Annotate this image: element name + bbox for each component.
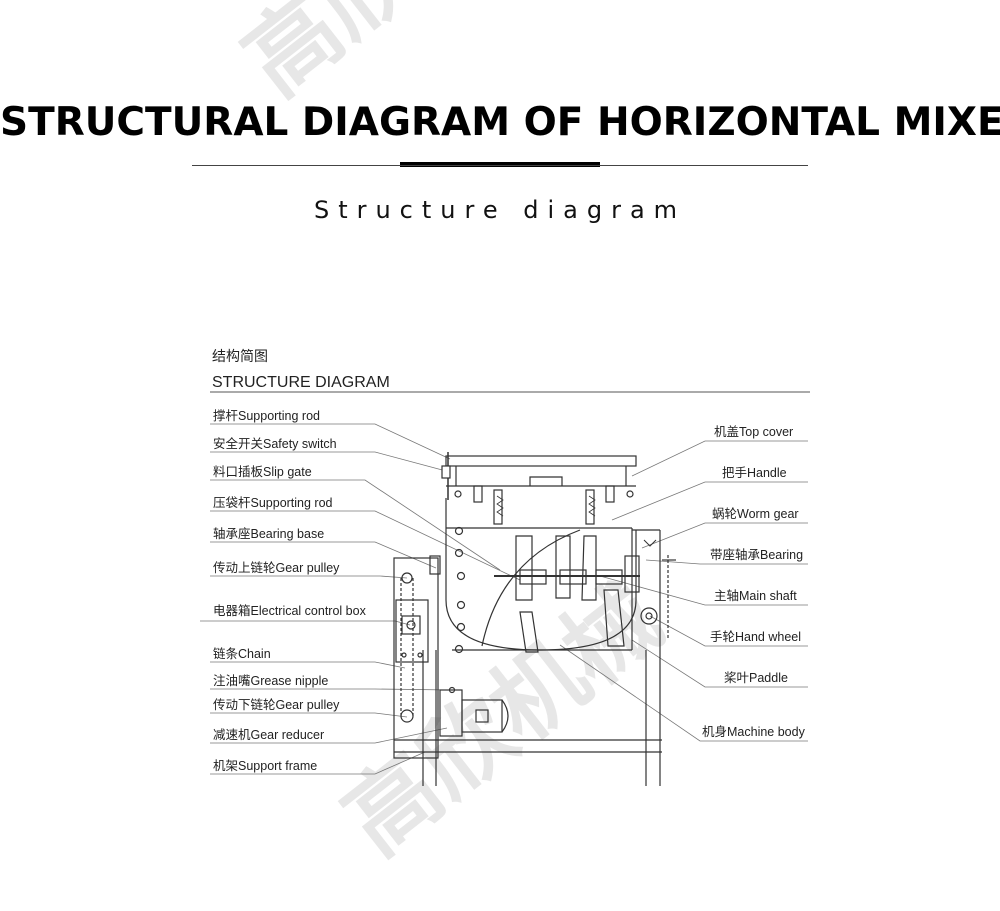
electrical-control-box [395, 599, 429, 663]
grease-nipple [448, 686, 456, 694]
page-title: STRUCTURAL DIAGRAM OF HORIZONTAL MIXER [0, 100, 1000, 145]
title-underline-thin [192, 165, 808, 166]
label-bag-supporting-rod: 压袋杆Supporting rod [213, 496, 333, 510]
label-bearing-base: 轴承座Bearing base [213, 526, 324, 541]
title-underline-thick [400, 162, 600, 167]
page-subtitle: Structure diagram [313, 196, 687, 224]
label-upper-gear-pulley: 传动上链轮Gear pulley [213, 560, 340, 575]
right-labels: 机盖Top cover 把手Handle 蜗轮Worm gear 带座轴承Bea… [702, 425, 806, 739]
handle [529, 476, 563, 486]
label-hand-wheel: 手轮Hand wheel [710, 630, 801, 644]
watermark-center: 高欣机械 [325, 565, 681, 876]
label-electrical-control-box: 电器箱Electrical control box [213, 603, 367, 618]
diagram-header-en: STRUCTURE DIAGRAM [212, 374, 390, 391]
diagram-header-cn: 结构简图 [212, 348, 268, 365]
label-machine-body: 机身Machine body [702, 724, 806, 739]
label-gear-reducer: 减速机Gear reducer [213, 728, 324, 742]
label-top-cover: 机盖Top cover [714, 425, 793, 439]
safety-switch [441, 465, 451, 479]
worm-gear [643, 539, 657, 547]
left-leader-lines [200, 423, 521, 775]
hand-wheel [640, 607, 658, 625]
label-worm-gear: 蜗轮Worm gear [712, 506, 799, 521]
label-support-frame: 机架Support frame [213, 759, 317, 773]
label-lower-gear-pulley: 传动下链轮Gear pulley [213, 697, 340, 712]
label-chain: 链条Chain [213, 646, 271, 661]
watermark-top: 高欣机械 [225, 0, 581, 116]
right-leader-lines [559, 440, 808, 742]
lower-gear-pulley [400, 709, 414, 723]
upper-gear-pulley [401, 572, 413, 584]
label-paddle: 桨叶Paddle [724, 671, 788, 685]
label-safety-switch: 安全开关Safety switch [213, 436, 337, 451]
label-handle: 把手Handle [722, 466, 787, 480]
mixer-machine-drawing [393, 452, 676, 786]
label-main-shaft: 主轴Main shaft [714, 588, 797, 603]
left-labels: 撑杆Supporting rod 安全开关Safety switch 料口插板S… [213, 408, 367, 773]
bearing [624, 555, 640, 593]
label-bearing: 带座轴承Bearing [710, 547, 803, 562]
label-grease-nipple: 注油嘴Grease nipple [213, 673, 328, 688]
label-slip-gate: 料口插板Slip gate [213, 465, 312, 479]
top-cover [445, 455, 637, 467]
label-supporting-rod: 撑杆Supporting rod [213, 408, 320, 423]
